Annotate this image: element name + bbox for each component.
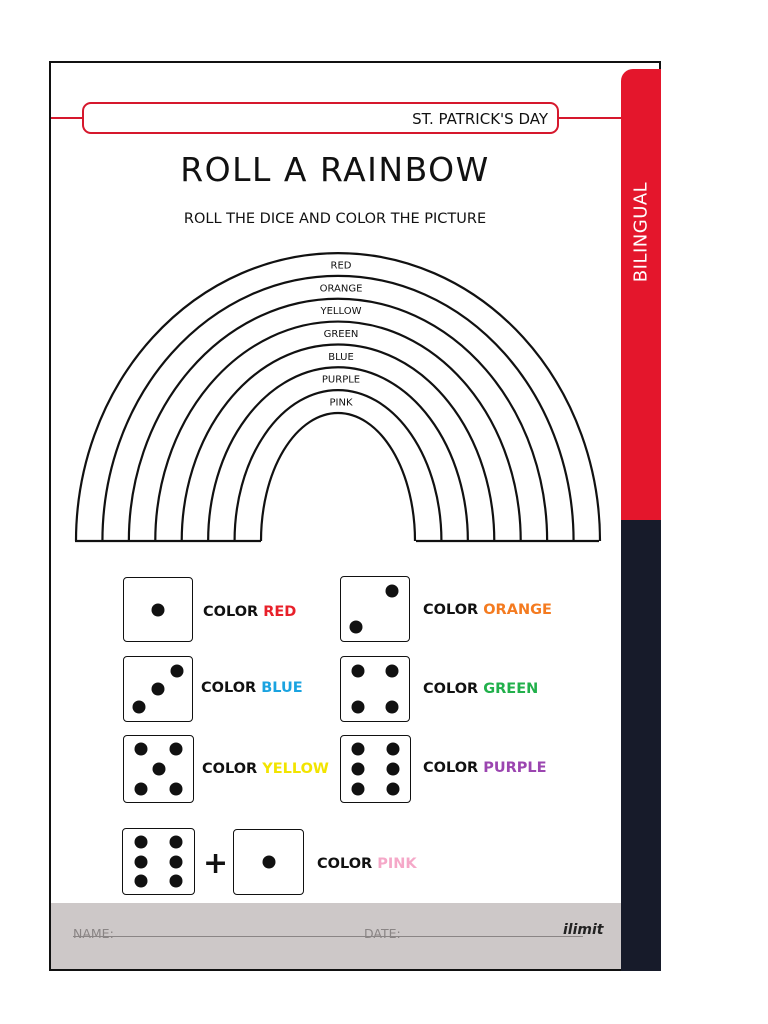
color-name: GREEN (483, 681, 539, 697)
rainbow-band-label: BLUE (328, 352, 354, 363)
rainbow-band-label: PURPLE (322, 375, 360, 386)
color-prefix: COLOR (423, 681, 484, 697)
side-tab-red (621, 69, 661, 520)
die-pip (170, 664, 184, 678)
die-face-4 (340, 656, 410, 722)
rainbow-band-label: GREEN (324, 329, 359, 340)
die-pip (386, 742, 400, 756)
die-pip (351, 742, 365, 756)
die-face-5 (123, 735, 194, 803)
color-name: PINK (377, 856, 417, 872)
color-prefix: COLOR (202, 761, 263, 777)
color-prefix: COLOR (203, 604, 264, 620)
die-pip (169, 835, 183, 849)
rainbow-arc (233, 389, 443, 542)
side-tab-dark (621, 520, 661, 971)
die-pip (262, 855, 275, 869)
plus-sign: + (203, 846, 229, 881)
color-instruction: COLOR GREEN (423, 681, 538, 697)
die-pip (152, 762, 165, 776)
rainbow-arc (101, 274, 575, 542)
color-instruction: COLOR ORANGE (423, 602, 552, 618)
die-pip (349, 620, 363, 634)
die-pip (134, 742, 148, 756)
die-face-1 (233, 829, 304, 895)
die-pip (169, 855, 183, 868)
die-pip (351, 782, 365, 796)
color-prefix: COLOR (423, 760, 484, 776)
die-pip (385, 700, 399, 714)
color-prefix: COLOR (317, 856, 378, 872)
die-face-2 (340, 576, 410, 642)
header-banner: ST. PATRICK'S DAY (82, 102, 559, 134)
worksheet-page (49, 61, 661, 971)
color-name: YELLOW (262, 761, 329, 777)
die-face-1 (123, 577, 193, 642)
header-rule-left (51, 117, 82, 119)
die-pip (134, 874, 148, 888)
die-face-3 (123, 656, 193, 722)
color-name: BLUE (261, 680, 303, 696)
die-pip (386, 782, 400, 796)
rainbow-arc (154, 320, 522, 542)
die-face-6 (340, 735, 411, 803)
name-label: NAME: (73, 926, 114, 941)
die-pip (351, 700, 365, 714)
die-pip (385, 584, 399, 598)
header-rule-right (559, 117, 621, 119)
rainbow-arc (259, 411, 417, 542)
color-prefix: COLOR (423, 602, 484, 618)
page-subtitle: ROLL THE DICE AND COLOR THE PICTURE (183, 211, 487, 227)
color-instruction: COLOR PURPLE (423, 760, 547, 776)
die-pip (132, 700, 146, 714)
page-title: ROLL A RAINBOW (180, 150, 490, 189)
header-label: ST. PATRICK'S DAY (412, 110, 548, 128)
date-label: DATE: (364, 926, 401, 941)
die-pip (169, 874, 183, 888)
die-pip (169, 742, 183, 756)
die-pip (134, 855, 148, 868)
die-pip (351, 762, 365, 776)
color-name: ORANGE (483, 602, 552, 618)
rainbow-band-label: YELLOW (320, 306, 362, 317)
rainbow-arc (207, 366, 469, 542)
rainbow-arc (74, 251, 602, 542)
color-name: RED (263, 604, 297, 620)
die-face-6 (122, 828, 195, 895)
brand-logo: ilimit (563, 922, 604, 938)
die-pip (169, 782, 183, 796)
die-pip (386, 762, 400, 776)
die-pip (134, 782, 148, 796)
color-instruction: COLOR RED (203, 604, 296, 620)
die-pip (385, 664, 399, 678)
color-instruction: COLOR PINK (317, 856, 417, 872)
die-pip (351, 664, 365, 678)
rainbow-arc (127, 297, 549, 542)
color-instruction: COLOR YELLOW (202, 761, 329, 777)
color-prefix: COLOR (201, 680, 262, 696)
rainbow-band-label: RED (331, 260, 352, 271)
die-pip (151, 682, 165, 696)
rainbow-band-label: PINK (329, 398, 352, 409)
footer-underline (73, 936, 583, 937)
rainbow-band-label: ORANGE (320, 283, 363, 294)
die-pip (151, 603, 165, 616)
color-name: PURPLE (483, 760, 547, 776)
footer-bar: NAME: DATE: ilimit (51, 903, 621, 969)
rainbow-arc (180, 343, 496, 542)
die-pip (134, 835, 148, 849)
color-instruction: COLOR BLUE (201, 680, 303, 696)
